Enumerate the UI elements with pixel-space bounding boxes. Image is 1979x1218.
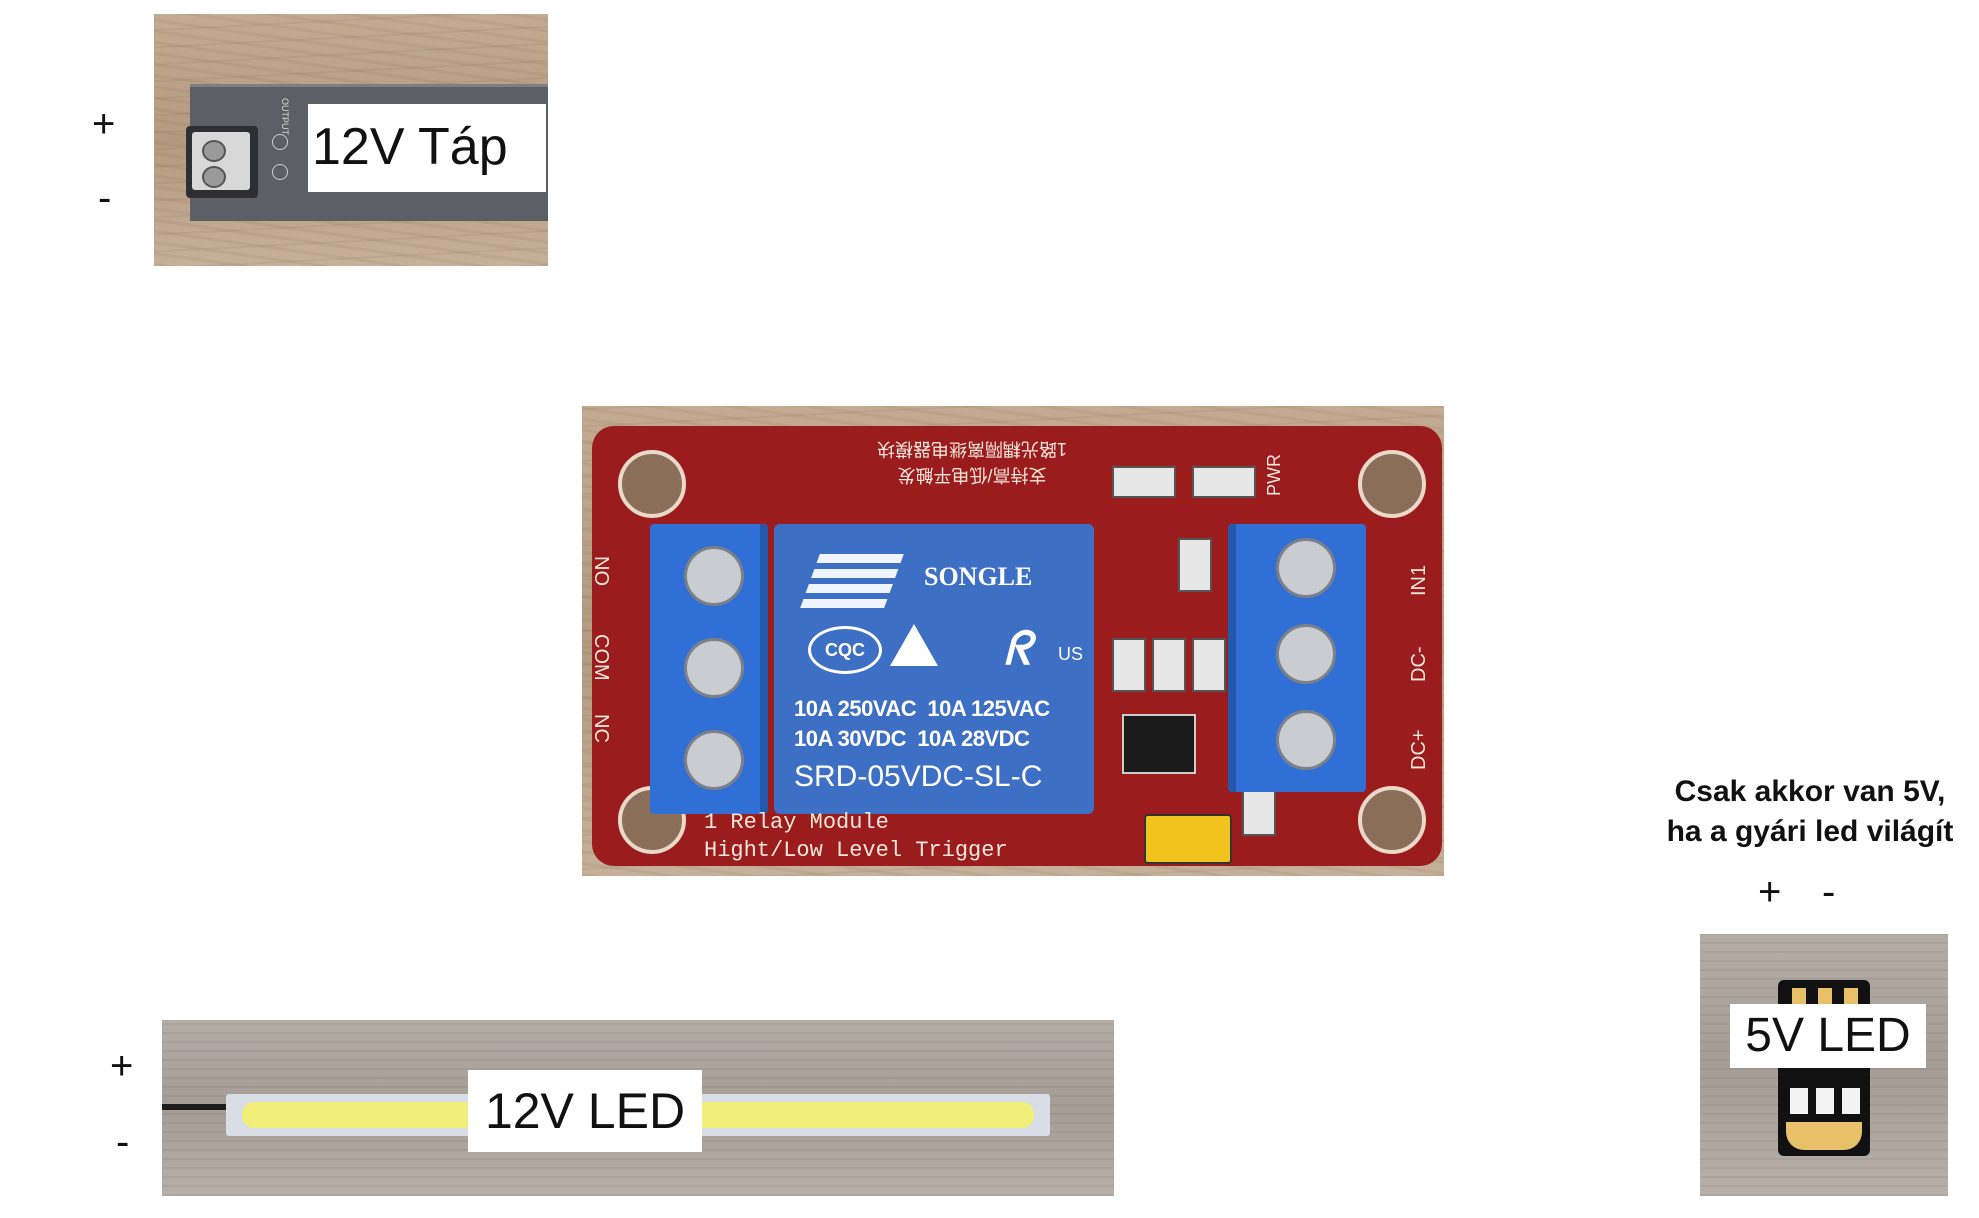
- pwr-led: [1192, 466, 1256, 498]
- led-5v-note: Csak akkor van 5V, ha a gyári led világí…: [1650, 772, 1970, 852]
- pwr-label: PWR: [1264, 454, 1284, 496]
- terminal-nc-label: NC: [590, 714, 612, 743]
- relay-ul-mark: US: [1058, 644, 1084, 664]
- mounting-hole-icon: [1358, 786, 1426, 854]
- relay-pcb: 支持高/低电平触发 1路光耦隔离继电器模块 NO COM NC SONGLE C…: [590, 426, 1442, 866]
- smd-resistor: [1112, 466, 1176, 498]
- led-5v-minus-sign: -: [1822, 870, 1836, 914]
- terminal-dc-minus-label: DC-: [1408, 646, 1430, 682]
- ur-mark-icon: ᖇ: [1004, 623, 1032, 674]
- relay-module-photo: 支持高/低电平触发 1路光耦隔离继电器模块 NO COM NC SONGLE C…: [582, 406, 1444, 876]
- power-supply-photo: OUTPUT 12V Táp: [154, 14, 548, 266]
- relay-cert-mark: CQC: [808, 626, 882, 674]
- right-terminal-block: [1228, 524, 1366, 792]
- relay-rating-line2: 10A 30VDC 10A 28VDC: [794, 726, 1030, 751]
- screw-icon: [1276, 624, 1336, 684]
- trigger-jumper: [1144, 814, 1232, 864]
- led-5v-plus-sign: +: [1758, 870, 1782, 914]
- power-supply-output-text: OUTPUT: [280, 98, 290, 135]
- relay-bottom-line1: 1 Relay Module: [704, 810, 889, 835]
- mounting-hole-icon: [618, 450, 686, 518]
- power-supply-terminal-block: [186, 126, 258, 198]
- smd-resistor: [1152, 638, 1186, 692]
- smd-led: [1192, 638, 1226, 692]
- screw-icon: [1276, 710, 1336, 770]
- left-terminal-block: [650, 524, 768, 814]
- smd-resistor: [1112, 638, 1146, 692]
- relay-rating-line1: 10A 250VAC 10A 125VAC: [794, 696, 1050, 721]
- relay-bottom-line2: Hight/Low Level Trigger: [704, 838, 1008, 863]
- optocoupler-chip: [1122, 714, 1196, 774]
- relay-chinese-line2: 支持高/低电平触发: [897, 465, 1047, 485]
- relay-component: SONGLE CQC ᖇ US 10A 250VAC 10A 125VAC 10…: [774, 524, 1094, 814]
- screw-icon: [684, 546, 744, 606]
- terminal-com-label: COM: [590, 634, 612, 681]
- led-5v-note-line1: Csak akkor van 5V,: [1674, 775, 1946, 808]
- power-supply-minus-sign: -: [98, 176, 112, 220]
- terminal-no-label: NO: [590, 556, 612, 586]
- smd-resistor: [1178, 538, 1212, 592]
- led-strip-minus-sign: -: [116, 1120, 130, 1164]
- power-supply-plus-sign: +: [92, 102, 116, 146]
- screw-icon: [1276, 538, 1336, 598]
- led-5v-label: 5V LED: [1730, 1004, 1926, 1068]
- warning-triangle-icon: [890, 624, 938, 666]
- led-strip-photo: 12V LED: [162, 1020, 1114, 1196]
- terminal-dc-plus-label: DC+: [1408, 729, 1430, 770]
- led-strip-label: 12V LED: [468, 1070, 702, 1152]
- led-strip-wire: [162, 1104, 232, 1110]
- screw-icon: [684, 638, 744, 698]
- screw-icon: [684, 730, 744, 790]
- led-5v-note-line2: ha a gyári led világít: [1666, 815, 1954, 848]
- mounting-hole-icon: [1358, 450, 1426, 518]
- songle-logo-icon: [800, 554, 904, 608]
- led-strip-plus-sign: +: [110, 1044, 134, 1088]
- power-supply-label: 12V Táp: [308, 104, 546, 192]
- led-5v-photo: 5V LED: [1700, 934, 1948, 1196]
- relay-model: SRD-05VDC-SL-C: [794, 760, 1043, 793]
- terminal-in1-label: IN1: [1408, 564, 1430, 596]
- relay-chinese-line1: 1路光耦隔离继电器模块: [877, 439, 1068, 459]
- relay-brand: SONGLE: [924, 562, 1033, 591]
